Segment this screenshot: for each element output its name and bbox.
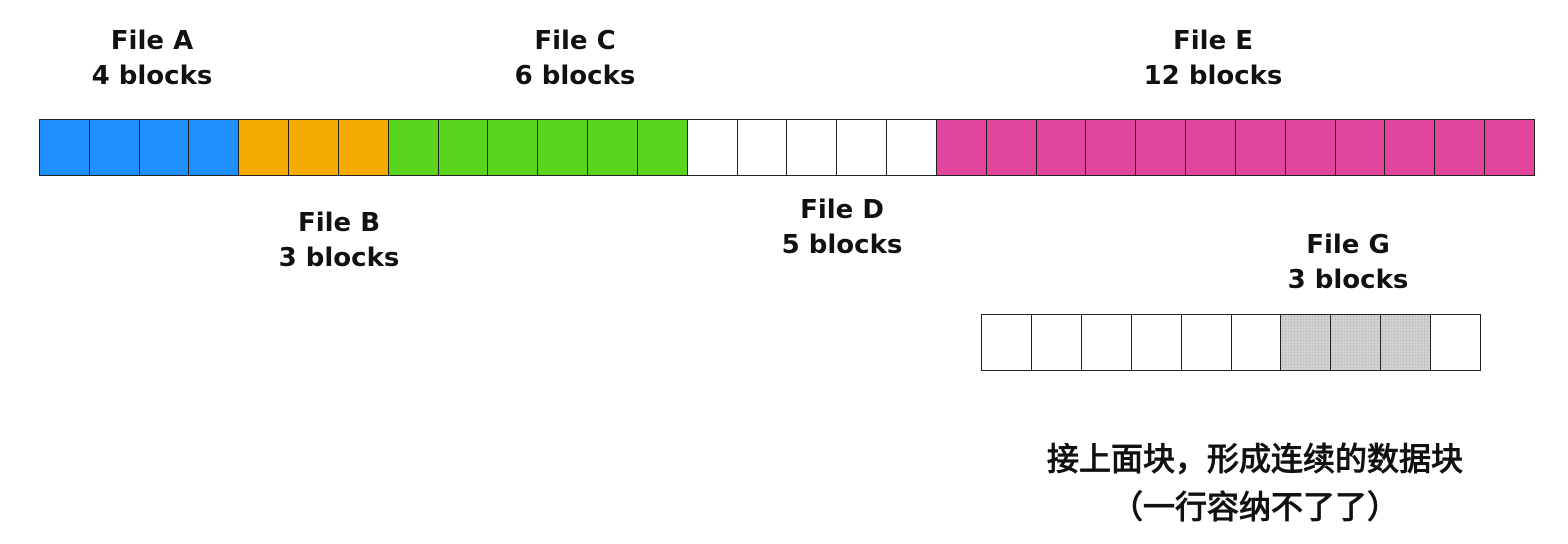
empty-block xyxy=(1431,315,1482,370)
file-b-label: File B 3 blocks xyxy=(279,206,400,276)
file-c-block xyxy=(538,120,589,175)
file-b-block xyxy=(338,120,389,175)
file-e-block xyxy=(936,120,987,175)
continuation-note: 接上面块，形成连续的数据块 （一行容纳不了了） xyxy=(1047,435,1463,531)
file-e-block xyxy=(1285,120,1336,175)
file-c-block xyxy=(637,120,688,175)
file-c-block xyxy=(438,120,489,175)
file-e-block xyxy=(1036,120,1087,175)
file-e-block xyxy=(1335,120,1386,175)
file-g-block xyxy=(1281,315,1332,370)
note-line-2: （一行容纳不了了） xyxy=(1110,488,1400,526)
file-e-label: File E 12 blocks xyxy=(1144,24,1283,94)
file-c-label: File C 6 blocks xyxy=(515,24,636,94)
file-g-label: File G 3 blocks xyxy=(1288,228,1409,298)
empty-block xyxy=(1031,315,1082,370)
file-g-name: File G xyxy=(1306,230,1390,260)
file-e-block xyxy=(1186,120,1236,175)
file-g-block-strip xyxy=(981,314,1482,371)
file-c-block xyxy=(388,120,439,175)
file-a-block xyxy=(89,120,140,175)
file-e-block xyxy=(1136,120,1187,175)
file-g-blocks: 3 blocks xyxy=(1287,265,1409,295)
file-e-blocks: 12 blocks xyxy=(1143,61,1283,91)
file-c-blocks: 6 blocks xyxy=(514,61,636,91)
file-g-block xyxy=(1331,315,1382,370)
file-e-block xyxy=(1485,120,1535,175)
note-line-1: 接上面块，形成连续的数据块 xyxy=(1046,440,1464,478)
file-e-block xyxy=(1086,120,1137,175)
file-a-block xyxy=(139,120,190,175)
file-b-block xyxy=(239,120,290,175)
file-e-block xyxy=(986,120,1037,175)
file-a-block xyxy=(189,120,240,175)
file-a-blocks: 4 blocks xyxy=(91,61,213,91)
file-d-block xyxy=(737,120,788,175)
file-d-block xyxy=(837,120,888,175)
main-block-strip xyxy=(39,119,1535,176)
file-a-label: File A 4 blocks xyxy=(92,24,213,94)
file-d-blocks: 5 blocks xyxy=(781,230,903,260)
file-d-label: File D 5 blocks xyxy=(782,193,903,263)
file-a-block xyxy=(40,120,90,175)
file-c-block xyxy=(588,120,638,175)
file-g-block xyxy=(1381,315,1432,370)
file-c-name: File C xyxy=(534,26,616,56)
file-e-block xyxy=(1435,120,1486,175)
file-a-name: File A xyxy=(110,26,194,56)
empty-block xyxy=(1131,315,1182,370)
empty-block xyxy=(1081,315,1132,370)
empty-block xyxy=(1181,315,1232,370)
file-d-block xyxy=(787,120,838,175)
file-c-block xyxy=(488,120,539,175)
file-d-name: File D xyxy=(800,195,884,225)
file-e-block xyxy=(1385,120,1436,175)
file-d-block xyxy=(887,120,937,175)
file-b-name: File B xyxy=(297,208,381,238)
file-b-block xyxy=(289,120,339,175)
file-e-name: File E xyxy=(1172,26,1254,56)
file-b-blocks: 3 blocks xyxy=(278,243,400,273)
empty-block xyxy=(1231,315,1282,370)
empty-block xyxy=(982,315,1032,370)
file-e-block xyxy=(1235,120,1286,175)
file-d-block xyxy=(687,120,738,175)
